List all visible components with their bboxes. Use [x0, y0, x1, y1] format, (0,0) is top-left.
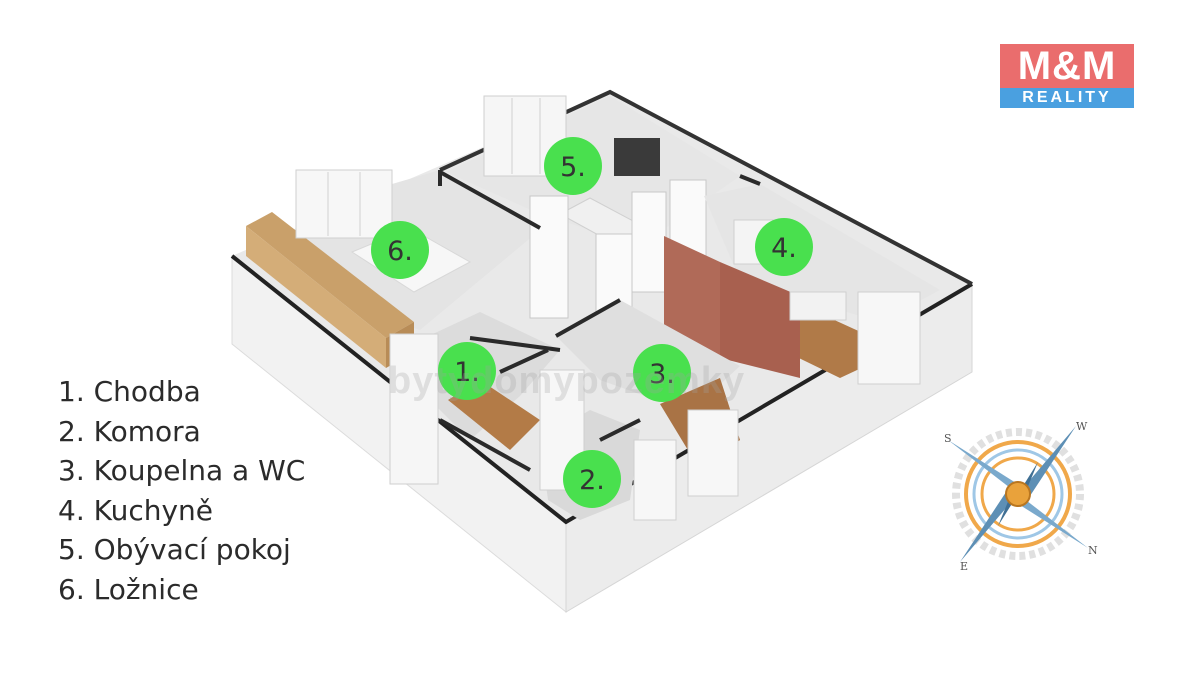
legend-item-4: 4. Kuchyně: [58, 493, 214, 527]
bedroom-window: [295, 169, 393, 239]
tv: [614, 138, 660, 176]
svg-text:S: S: [944, 432, 952, 445]
svg-text:1.: 1.: [454, 357, 480, 388]
svg-text:2.: 2.: [579, 465, 605, 496]
svg-text:6.: 6.: [387, 236, 413, 267]
logo-sub: REALITY: [1000, 88, 1134, 108]
svg-text:E: E: [960, 560, 968, 573]
room-legend: 1. Chodba 2. Komora 3. Koupelna a WC 4. …: [58, 372, 305, 609]
storage-door-2: [633, 439, 677, 521]
wardrobe-top: [246, 212, 414, 338]
compass-rose-icon: W N E S: [944, 420, 1098, 573]
kitchen-accent-wall-2: [720, 262, 800, 378]
legend-item-5: 5. Obývací pokoj: [58, 533, 291, 566]
legend-item-2: 2. Komora: [58, 414, 201, 448]
interior-walls: [438, 170, 761, 472]
kitchen-table: [789, 291, 847, 321]
room-badge-1: 1.: [438, 342, 496, 400]
room-badge-6: 6.: [371, 221, 429, 279]
logo-brand: M&M: [1000, 44, 1134, 88]
svg-text:4.: 4.: [771, 233, 797, 264]
svg-text:N: N: [1088, 544, 1098, 557]
balcony-door: [857, 291, 921, 385]
legend-item-6: 6. Ložnice: [58, 572, 199, 606]
svg-text:W: W: [1076, 420, 1088, 433]
svg-text:3.: 3.: [649, 359, 675, 390]
wardrobe-front: [246, 226, 386, 368]
legend-item-1: 1. Chodba: [58, 375, 201, 408]
room-badge-5: 5.: [544, 137, 602, 195]
entrance-door: [389, 333, 439, 485]
room-badge-3: 3.: [633, 344, 691, 402]
watermark: bytydomypozemky: [388, 360, 746, 402]
room-badge-4: 4.: [755, 218, 813, 276]
bathroom-door: [687, 409, 739, 497]
room-badge-2: 2.: [563, 450, 621, 508]
kitchen-floor: [704, 184, 940, 322]
company-logo: M&M REALITY: [1000, 44, 1134, 108]
svg-text:5.: 5.: [560, 152, 586, 183]
kitchen-accent-wall: [664, 236, 720, 358]
legend-item-3: 3. Koupelna a WC: [58, 454, 306, 487]
